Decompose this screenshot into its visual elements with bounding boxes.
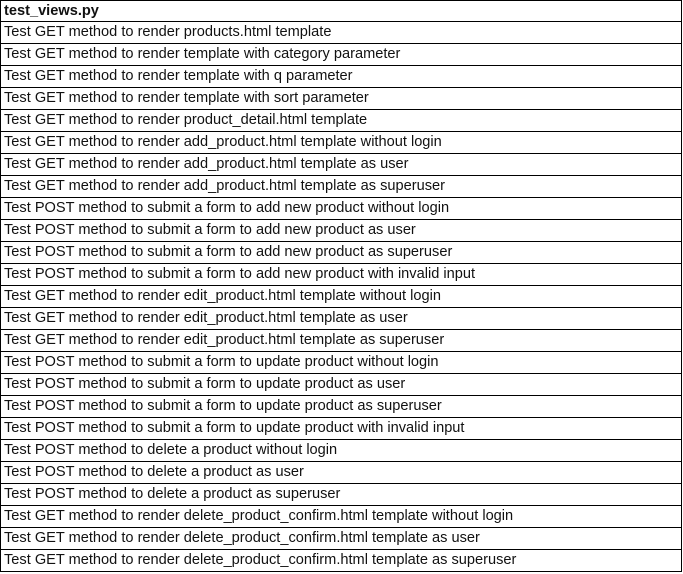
table-row: Test POST method to delete a product as … [0,483,682,506]
table-row: Test POST method to submit a form to upd… [0,351,682,374]
table-row: Test GET method to render template with … [0,43,682,66]
table-cell[interactable]: Test GET method to render add_product.ht… [0,153,682,176]
table-cell[interactable]: Test GET method to render delete_product… [0,549,682,572]
table-cell[interactable]: Test GET method to render delete_product… [0,527,682,550]
table-cell[interactable]: Test POST method to submit a form to add… [0,219,682,242]
table-cell[interactable]: Test GET method to render edit_product.h… [0,307,682,330]
table-cell[interactable]: Test POST method to delete a product as … [0,483,682,506]
table-cell[interactable]: Test GET method to render edit_product.h… [0,285,682,308]
table-row: Test GET method to render template with … [0,87,682,110]
table-cell[interactable]: Test GET method to render products.html … [0,21,682,44]
table-cell[interactable]: Test GET method to render product_detail… [0,109,682,132]
table-row: Test GET method to render template with … [0,65,682,88]
table-row: Test GET method to render products.html … [0,21,682,44]
table-row: Test POST method to submit a form to add… [0,263,682,286]
table-cell[interactable]: Test GET method to render delete_product… [0,505,682,528]
table-cell[interactable]: Test POST method to submit a form to upd… [0,417,682,440]
table-row: Test GET method to render delete_product… [0,505,682,528]
table-cell[interactable]: Test GET method to render template with … [0,65,682,88]
table-row: Test GET method to render edit_product.h… [0,285,682,308]
table-row: Test POST method to submit a form to upd… [0,395,682,418]
table-row: Test POST method to submit a form to add… [0,219,682,242]
table-row: Test POST method to submit a form to add… [0,197,682,220]
table-cell[interactable]: Test POST method to submit a form to upd… [0,373,682,396]
table-cell[interactable]: Test GET method to render template with … [0,87,682,110]
table-cell[interactable]: Test POST method to submit a form to upd… [0,395,682,418]
table-cell[interactable]: Test POST method to submit a form to add… [0,241,682,264]
table-row: Test POST method to submit a form to add… [0,241,682,264]
table-row: Test GET method to render edit_product.h… [0,307,682,330]
table-cell[interactable]: Test POST method to submit a form to add… [0,197,682,220]
table-cell[interactable]: Test POST method to delete a product as … [0,461,682,484]
table-cell[interactable]: Test POST method to submit a form to add… [0,263,682,286]
table-cell[interactable]: Test GET method to render add_product.ht… [0,131,682,154]
table-row: Test GET method to render add_product.ht… [0,153,682,176]
table-row: Test GET method to render edit_product.h… [0,329,682,352]
table-cell[interactable]: Test GET method to render add_product.ht… [0,175,682,198]
table-row: Test GET method to render product_detail… [0,109,682,132]
table-header-cell[interactable]: test_views.py [0,0,682,22]
table-row: Test POST method to submit a form to upd… [0,373,682,396]
table-cell[interactable]: Test POST method to submit a form to upd… [0,351,682,374]
table-row: Test POST method to delete a product as … [0,461,682,484]
table-row: Test POST method to delete a product wit… [0,439,682,462]
table-row: Test GET method to render delete_product… [0,527,682,550]
table-cell[interactable]: Test GET method to render edit_product.h… [0,329,682,352]
table-row: Test POST method to submit a form to upd… [0,417,682,440]
table-cell[interactable]: Test POST method to delete a product wit… [0,439,682,462]
table-header-row: test_views.py [0,0,682,22]
table-row: Test GET method to render add_product.ht… [0,131,682,154]
table-row: Test GET method to render delete_product… [0,549,682,572]
table-cell[interactable]: Test GET method to render template with … [0,43,682,66]
table-row: Test GET method to render add_product.ht… [0,175,682,198]
